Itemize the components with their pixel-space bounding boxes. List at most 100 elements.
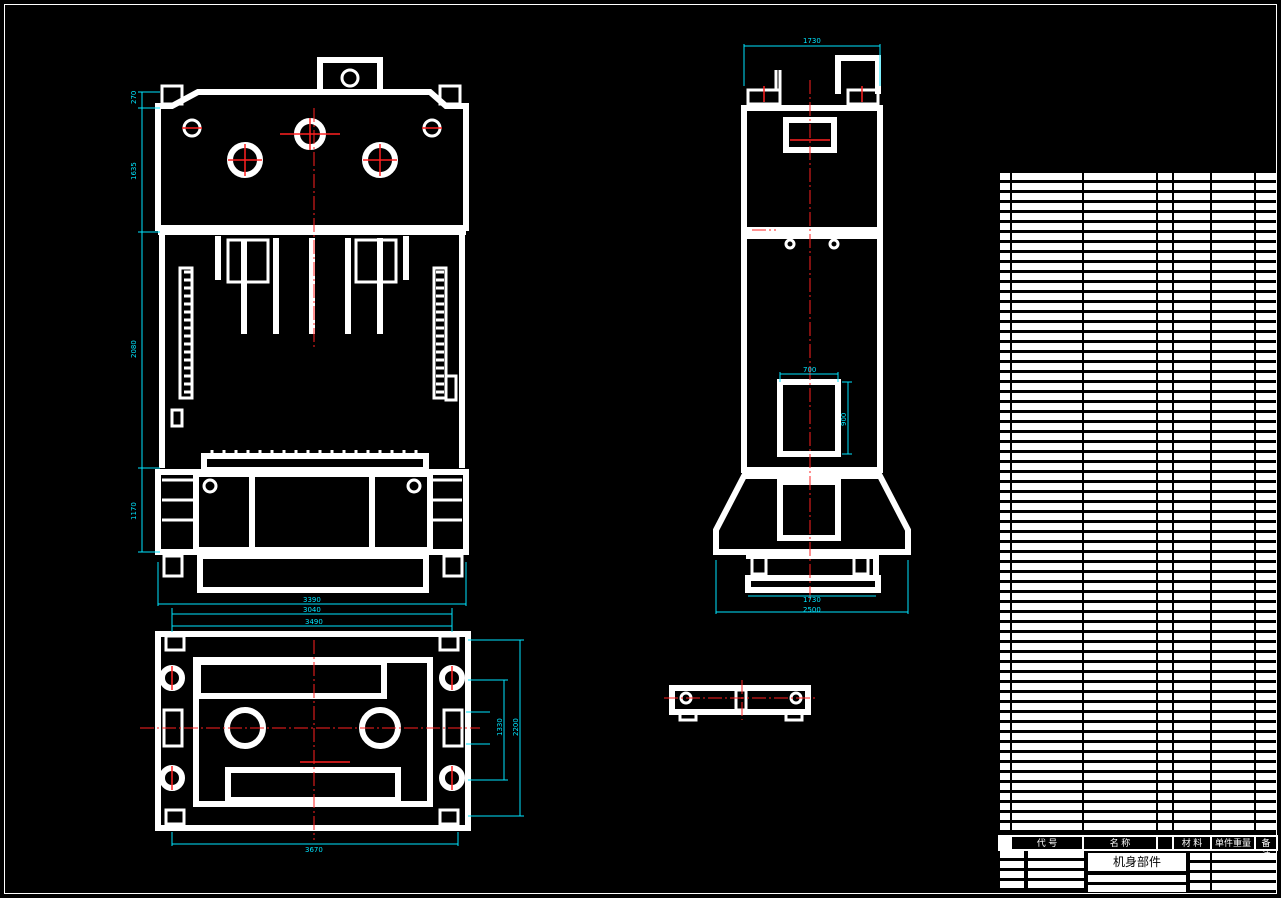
bom-cell <box>1256 463 1276 470</box>
bom-cell <box>1000 783 1010 790</box>
bom-cell <box>1158 753 1172 760</box>
bom-cell <box>1212 633 1254 640</box>
bom-cell <box>1012 573 1082 580</box>
bom-row <box>998 713 1278 722</box>
bom-cell <box>1158 703 1172 710</box>
front-view: 270 1635 2080 1170 3390 3040 <box>130 57 469 620</box>
bom-cell <box>1212 703 1254 710</box>
bom-cell <box>1000 393 1010 400</box>
bom-cell <box>1174 823 1210 830</box>
bom-row <box>998 773 1278 782</box>
bom-cell <box>1256 273 1276 280</box>
bom-cell <box>1158 323 1172 330</box>
bom-cell <box>1012 403 1082 410</box>
bom-cell <box>1084 363 1156 370</box>
bom-cell <box>1158 643 1172 650</box>
bom-cell <box>1174 483 1210 490</box>
bom-cell <box>1000 713 1010 720</box>
bom-cell <box>1158 773 1172 780</box>
title-block-cell <box>1028 851 1084 858</box>
bom-row <box>998 623 1278 632</box>
bom-cell <box>1174 663 1210 670</box>
bom-cell <box>1174 443 1210 450</box>
bom-cell <box>1084 603 1156 610</box>
bom-cell <box>1158 783 1172 790</box>
bom-cell <box>1012 333 1082 340</box>
bom-cell <box>1212 363 1254 370</box>
bom-cell <box>1012 663 1082 670</box>
bom-cell <box>1012 423 1082 430</box>
bom-cell <box>1212 613 1254 620</box>
bom-cell <box>1012 553 1082 560</box>
bom-row <box>998 373 1278 382</box>
bom-cell <box>1256 203 1276 210</box>
bom-cell <box>1174 763 1210 770</box>
bom-cell <box>1000 173 1010 180</box>
bom-row <box>998 283 1278 292</box>
bom-cell <box>1256 813 1276 820</box>
bom-row <box>998 573 1278 582</box>
bom-cell <box>1000 353 1010 360</box>
title-block-cell <box>1190 873 1210 880</box>
bom-cell <box>1256 643 1276 650</box>
bom-cell <box>1158 673 1172 680</box>
bom-cell <box>1212 713 1254 720</box>
bom-cell <box>1012 613 1082 620</box>
bom-cell <box>1256 263 1276 270</box>
bom-cell <box>1212 473 1254 480</box>
bom-cell <box>1174 373 1210 380</box>
bom-cell <box>1000 553 1010 560</box>
bom-cell <box>1084 513 1156 520</box>
bom-cell <box>1000 213 1010 220</box>
bom-cell <box>1158 373 1172 380</box>
bom-cell <box>1256 733 1276 740</box>
bom-cell <box>1212 193 1254 200</box>
bom-cell <box>1174 713 1210 720</box>
bom-cell <box>1000 303 1010 310</box>
bom-cell <box>1256 623 1276 630</box>
bom-cell <box>1012 253 1082 260</box>
bom-cell <box>1012 283 1082 290</box>
side-top-bracket <box>835 55 881 94</box>
bom-cell <box>1256 523 1276 530</box>
bom-cell <box>1012 713 1082 720</box>
bom-cell <box>1012 533 1082 540</box>
bom-cell <box>1256 793 1276 800</box>
bom-cell <box>1174 733 1210 740</box>
bom-cell <box>1256 483 1276 490</box>
bom-cell <box>1084 373 1156 380</box>
dim-front-mid: 2080 <box>130 340 138 358</box>
bom-cell <box>1000 193 1010 200</box>
bom-cell <box>1012 653 1082 660</box>
bom-cell <box>1158 203 1172 210</box>
bom-cell <box>1084 323 1156 330</box>
bom-cell <box>1158 823 1172 830</box>
bom-cell <box>1012 773 1082 780</box>
base-inner <box>193 471 433 553</box>
bom-cell <box>1000 483 1010 490</box>
bom-cell <box>1256 253 1276 260</box>
bom-cell <box>1000 613 1010 620</box>
bom-cell <box>1012 603 1082 610</box>
bom-cell <box>1012 513 1082 520</box>
bom-cell <box>1212 223 1254 230</box>
bom-cell <box>1158 273 1172 280</box>
bom-row <box>998 453 1278 462</box>
bom-row <box>998 783 1278 792</box>
bom-cell <box>1158 413 1172 420</box>
bom-cell <box>1256 593 1276 600</box>
bom-cell <box>1012 233 1082 240</box>
bom-cell <box>1084 343 1156 350</box>
bom-cell <box>1174 413 1210 420</box>
bom-cell <box>1158 713 1172 720</box>
plan-view: 3490 3670 2200 1330 <box>140 618 524 854</box>
dim-side-base-outer: 2500 <box>803 606 821 614</box>
bom-cell <box>1012 523 1082 530</box>
bom-cell <box>1174 423 1210 430</box>
bom-cell <box>1174 533 1210 540</box>
bom-cell <box>1212 323 1254 330</box>
bom-cell <box>1084 353 1156 360</box>
bom-row <box>998 203 1278 212</box>
bom-cell <box>1084 293 1156 300</box>
bom-cell <box>1084 573 1156 580</box>
